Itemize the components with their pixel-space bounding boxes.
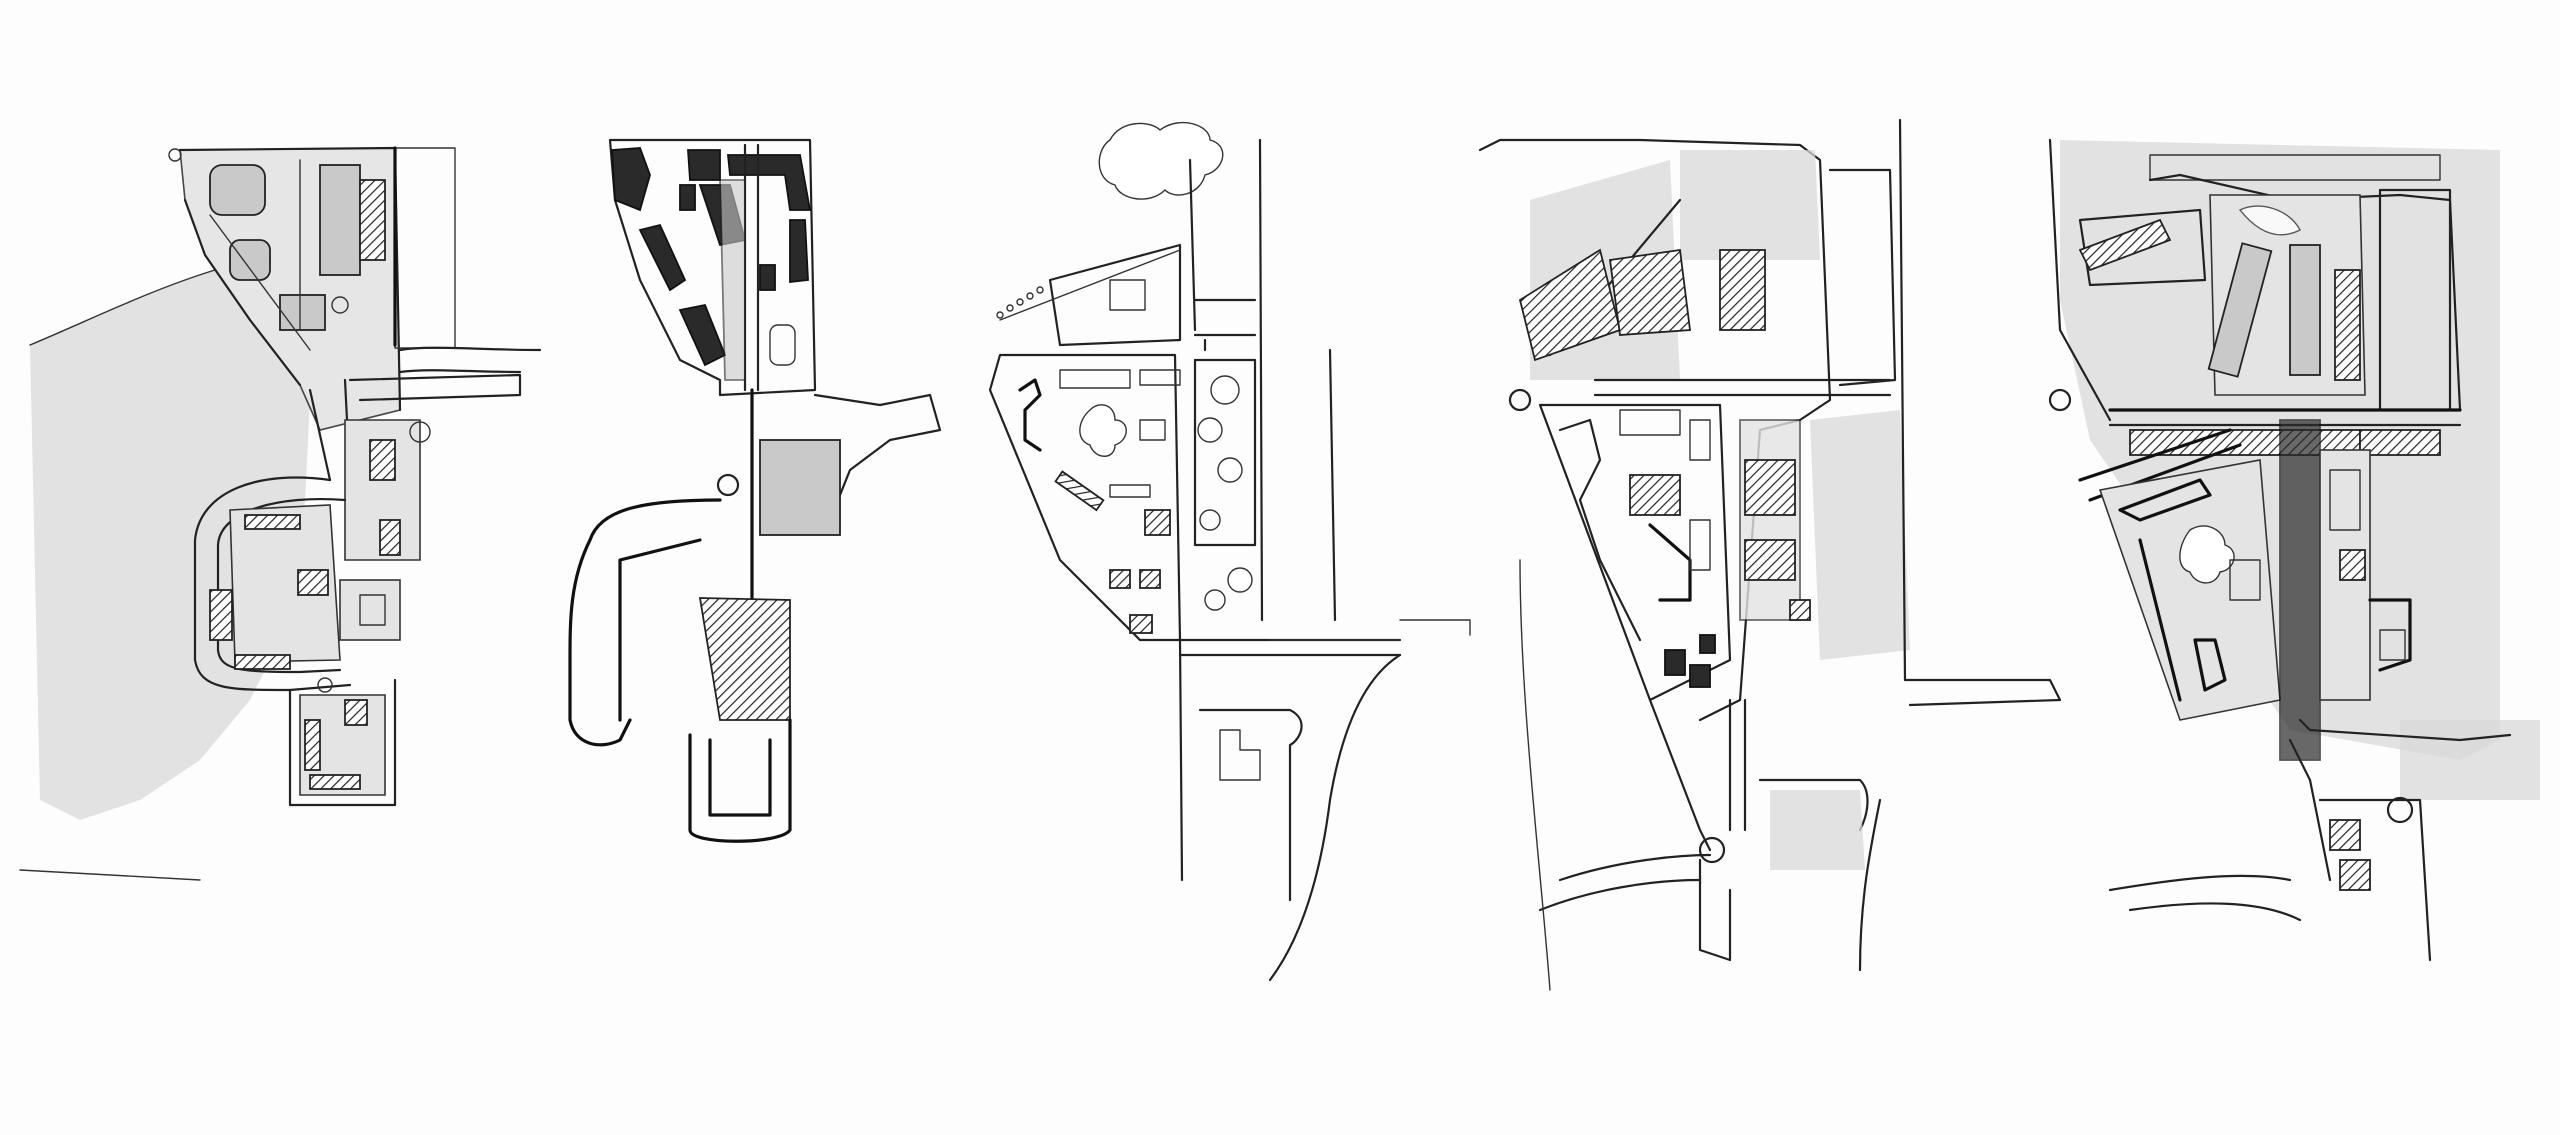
landscape-plan-sketch-3 [988, 121, 1471, 982]
massing-diagram-sketch-2 [568, 138, 942, 843]
linework-site-plan-sketch-4 [1478, 118, 2062, 991]
tonal-site-plan-sketch-5 [2048, 138, 2540, 962]
site-plan-sketch-1 [19, 146, 542, 881]
